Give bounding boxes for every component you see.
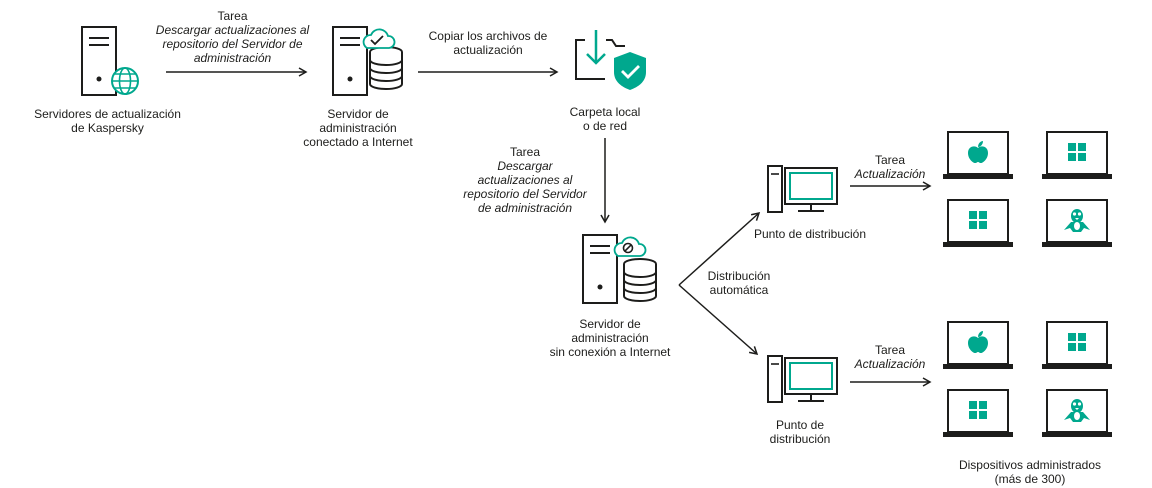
offline-admin-server-icon: [582, 234, 657, 304]
task-name-line: repositorio del Servidor de: [162, 37, 303, 51]
task-name-line: Descargar: [497, 159, 553, 173]
managed-devices-group-2: [942, 321, 1113, 438]
label-line: Punto de: [775, 418, 825, 432]
copy-files-label: Copiar los archivos de actualización: [418, 29, 558, 57]
distribution-point-2-icon: [767, 355, 838, 403]
label-line: de Kaspersky: [71, 121, 144, 135]
task-name-line: Actualización: [854, 167, 926, 181]
task-name-line: actualizaciones al: [477, 173, 573, 187]
linux-laptop-icon: [1041, 199, 1113, 248]
windows-laptop-icon: [1041, 321, 1113, 370]
update-task-2-label: Tarea Actualización: [845, 343, 935, 371]
task-title: Tarea: [217, 9, 248, 23]
distribution-point-1-icon: [767, 165, 838, 213]
task-name-line: de administración: [477, 201, 573, 215]
task-name-line: Descargar actualizaciones al: [155, 23, 310, 37]
label-line: conectado a Internet: [303, 135, 413, 149]
arrow-offline-to-distribution-point-2: [678, 284, 759, 356]
label-line: Punto de distribución: [753, 227, 867, 241]
label-line: administración: [319, 121, 397, 135]
kaspersky-update-server-icon: [81, 26, 139, 96]
task-name-line: repositorio del Servidor: [463, 187, 587, 201]
offline-admin-server-label: Servidor de administración sin conexión …: [535, 317, 685, 359]
download-task-1-label: Tarea Descargar actualizaciones al repos…: [140, 9, 325, 65]
task-name-line: Actualización: [854, 357, 926, 371]
folder-icon: [575, 30, 646, 90]
label-line: automática: [709, 283, 769, 297]
download-task-2-label: Tarea Descargar actualizaciones al repos…: [445, 145, 605, 215]
update-task-1-label: Tarea Actualización: [845, 153, 935, 181]
managed-devices-group-1: [942, 131, 1113, 248]
label-line: sin conexión a Internet: [549, 345, 671, 359]
task-title: Tarea: [874, 343, 906, 357]
task-title: Tarea: [874, 153, 906, 167]
online-admin-server-label: Servidor de administración conectado a I…: [288, 107, 428, 149]
managed-devices-label: Dispositivos administrados (más de 300): [940, 458, 1120, 486]
label-line: distribución: [769, 432, 831, 446]
local-folder-label: Carpeta local o de red: [550, 105, 660, 133]
label-line: Servidor de: [579, 317, 641, 331]
label-line: (más de 300): [994, 472, 1066, 486]
arrow-offline-to-distribution-point-1: [678, 211, 761, 286]
label-line: administración: [571, 331, 649, 345]
windows-laptop-icon: [942, 389, 1014, 438]
label-line: Servidores de actualización: [34, 107, 181, 121]
mac-laptop-icon: [942, 321, 1014, 370]
label-line: Servidor de: [327, 107, 389, 121]
task-name-line: administración: [193, 51, 272, 65]
label-line: Distribución: [707, 269, 771, 283]
distribution-point-1-label: Punto de distribución: [740, 227, 880, 241]
kaspersky-servers-label: Servidores de actualización de Kaspersky: [20, 107, 195, 135]
distribution-point-2-label: Punto de distribución: [750, 418, 850, 446]
label-line: Copiar los archivos de: [428, 29, 548, 43]
task-title: Tarea: [509, 145, 541, 159]
linux-laptop-icon: [1041, 389, 1113, 438]
auto-distribution-label: Distribución automática: [694, 269, 784, 297]
label-line: Dispositivos administrados: [958, 458, 1102, 472]
windows-laptop-icon: [1041, 131, 1113, 180]
windows-laptop-icon: [942, 199, 1014, 248]
label-line: o de red: [582, 119, 628, 133]
mac-laptop-icon: [942, 131, 1014, 180]
label-line: Carpeta local: [569, 105, 641, 119]
online-admin-server-icon: [332, 26, 403, 96]
label-line: actualización: [453, 43, 523, 57]
